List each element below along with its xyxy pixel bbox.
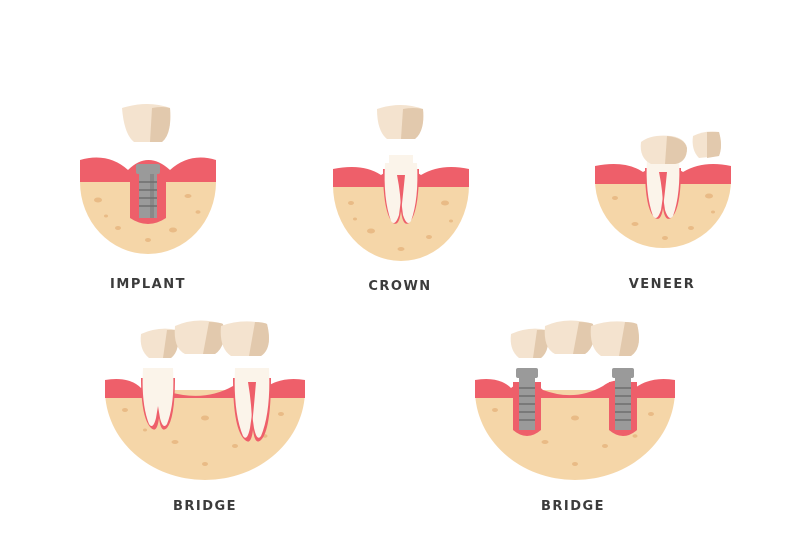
bridge-natural-label: BRIDGE bbox=[173, 499, 237, 514]
veneer-illustration bbox=[595, 128, 731, 268]
crown-label: CROWN bbox=[368, 279, 431, 294]
crown-illustration bbox=[333, 103, 469, 273]
veneer-diagram bbox=[595, 128, 731, 268]
bridge-implant-illustration bbox=[475, 318, 675, 488]
bridge-implant-diagram bbox=[475, 318, 675, 488]
veneer-label: VENEER bbox=[629, 277, 696, 292]
implant-diagram bbox=[78, 100, 218, 270]
implant-illustration bbox=[78, 100, 218, 270]
bridge-natural-diagram bbox=[105, 318, 305, 488]
bridge-implant-label: BRIDGE bbox=[541, 499, 605, 514]
bridge-natural-illustration bbox=[105, 318, 305, 488]
crown-diagram bbox=[333, 103, 469, 273]
implant-label: IMPLANT bbox=[110, 277, 186, 292]
